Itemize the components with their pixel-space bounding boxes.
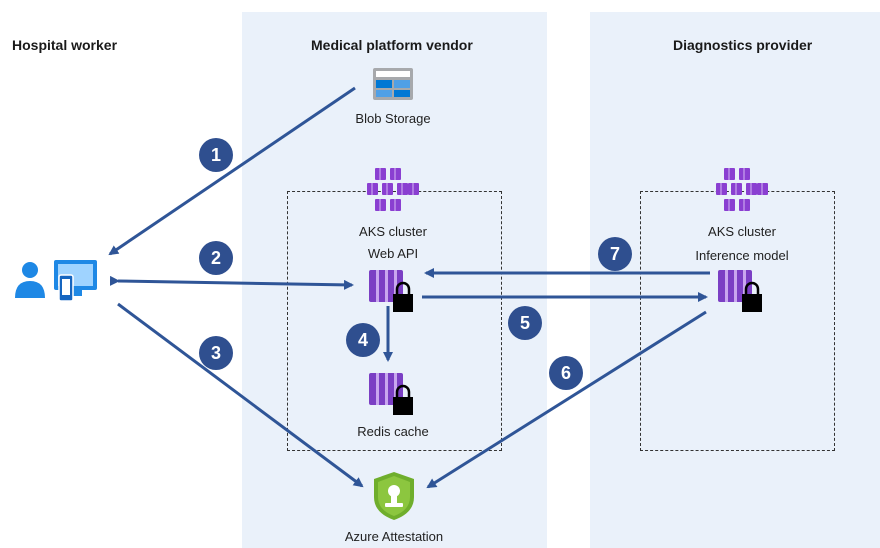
step-badge-4: 4	[346, 323, 380, 357]
arrow-step-1	[108, 86, 356, 256]
aks-cluster-label: AKS cluster	[359, 224, 427, 239]
header-diagnostics-provider: Diagnostics provider	[673, 37, 813, 53]
vendor-aks-cluster-box	[287, 191, 502, 451]
redis-cache-label: Redis cache	[357, 424, 429, 439]
arrow-step-6	[426, 310, 707, 489]
azure-attestation-label: Azure Attestation	[344, 529, 444, 544]
redis-cache-container-icon	[369, 373, 413, 415]
step-badge-2: 2	[199, 241, 233, 275]
web-api-label: Web API	[367, 246, 419, 261]
arrow-step-3	[117, 302, 364, 488]
arrow-step-2	[109, 275, 354, 290]
aks-cluster-icon	[367, 168, 419, 211]
aks-cluster-label-diagnostics: AKS cluster	[708, 224, 776, 239]
step-badge-1: 1	[199, 138, 233, 172]
step-badge-7: 7	[598, 237, 632, 271]
step-badge-5: 5	[508, 306, 542, 340]
web-api-container-icon	[369, 270, 413, 312]
header-hospital-worker: Hospital worker	[12, 37, 118, 53]
step-badge-3: 3	[199, 336, 233, 370]
aks-cluster-icon-diagnostics	[716, 168, 768, 211]
inference-model-label: Inference model	[695, 248, 789, 263]
azure-attestation-icon	[374, 472, 414, 520]
header-medical-platform-vendor: Medical platform vendor	[311, 37, 473, 53]
blob-storage-icon	[373, 68, 413, 100]
hospital-worker-icon	[15, 260, 97, 302]
step-badge-6: 6	[549, 356, 583, 390]
inference-model-container-icon	[718, 270, 762, 312]
blob-storage-label: Blob Storage	[355, 111, 431, 126]
